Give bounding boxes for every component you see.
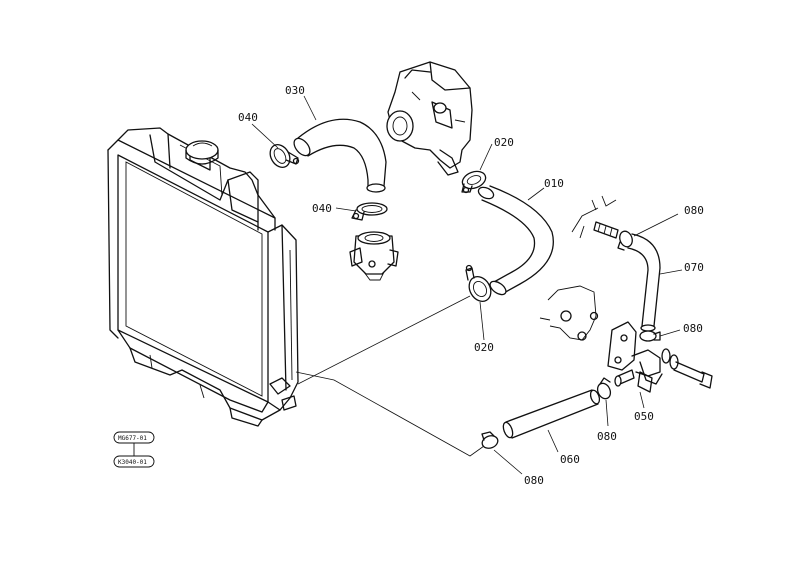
water-pump-housing bbox=[386, 61, 473, 176]
radiator bbox=[107, 127, 299, 427]
assembly-lines bbox=[295, 295, 485, 457]
hose-060 bbox=[502, 389, 601, 439]
drain-cock-050 bbox=[607, 321, 713, 393]
hose-clamp-080-middle bbox=[639, 330, 661, 342]
callout-020-top: 020 bbox=[494, 136, 514, 149]
callout-030: 030 bbox=[285, 84, 305, 97]
hose-clamp-080-bottom bbox=[481, 431, 499, 449]
engine-block-outline bbox=[539, 195, 617, 341]
reference-code-upper: MG677-01 bbox=[118, 435, 147, 442]
callout-020-bottom: 020 bbox=[474, 341, 494, 354]
callout-060: 060 bbox=[560, 453, 580, 466]
hose-clamp-040-middle bbox=[351, 202, 388, 221]
callout-080-middle: 080 bbox=[683, 322, 703, 335]
hose-clamp-020-bottom bbox=[465, 264, 492, 302]
hose-030-upper bbox=[293, 118, 387, 193]
hose-070 bbox=[627, 233, 661, 332]
union-fitting-top bbox=[593, 221, 619, 239]
hose-clamp-080-top bbox=[617, 230, 633, 251]
leader-lines bbox=[251, 95, 683, 475]
hose-clamp-080-lower bbox=[596, 377, 612, 400]
callout-040-middle: 040 bbox=[312, 202, 332, 215]
hose-clamp-040-top bbox=[269, 144, 300, 168]
callout-010: 010 bbox=[544, 177, 564, 190]
callout-080-top: 080 bbox=[684, 204, 704, 217]
hose-010-lower bbox=[477, 185, 554, 296]
callout-070: 070 bbox=[684, 261, 704, 274]
callout-080-lower: 080 bbox=[597, 430, 617, 443]
callout-080-bottom: 080 bbox=[524, 474, 544, 487]
callout-040-top: 040 bbox=[238, 111, 258, 124]
thermostat-housing bbox=[349, 231, 399, 281]
callout-050: 050 bbox=[634, 410, 654, 423]
reference-code-lower: K3040-01 bbox=[118, 459, 147, 466]
reference-code-stack: MG677-01 K3040-01 bbox=[113, 431, 155, 468]
hose-clamp-020-top bbox=[461, 170, 487, 194]
